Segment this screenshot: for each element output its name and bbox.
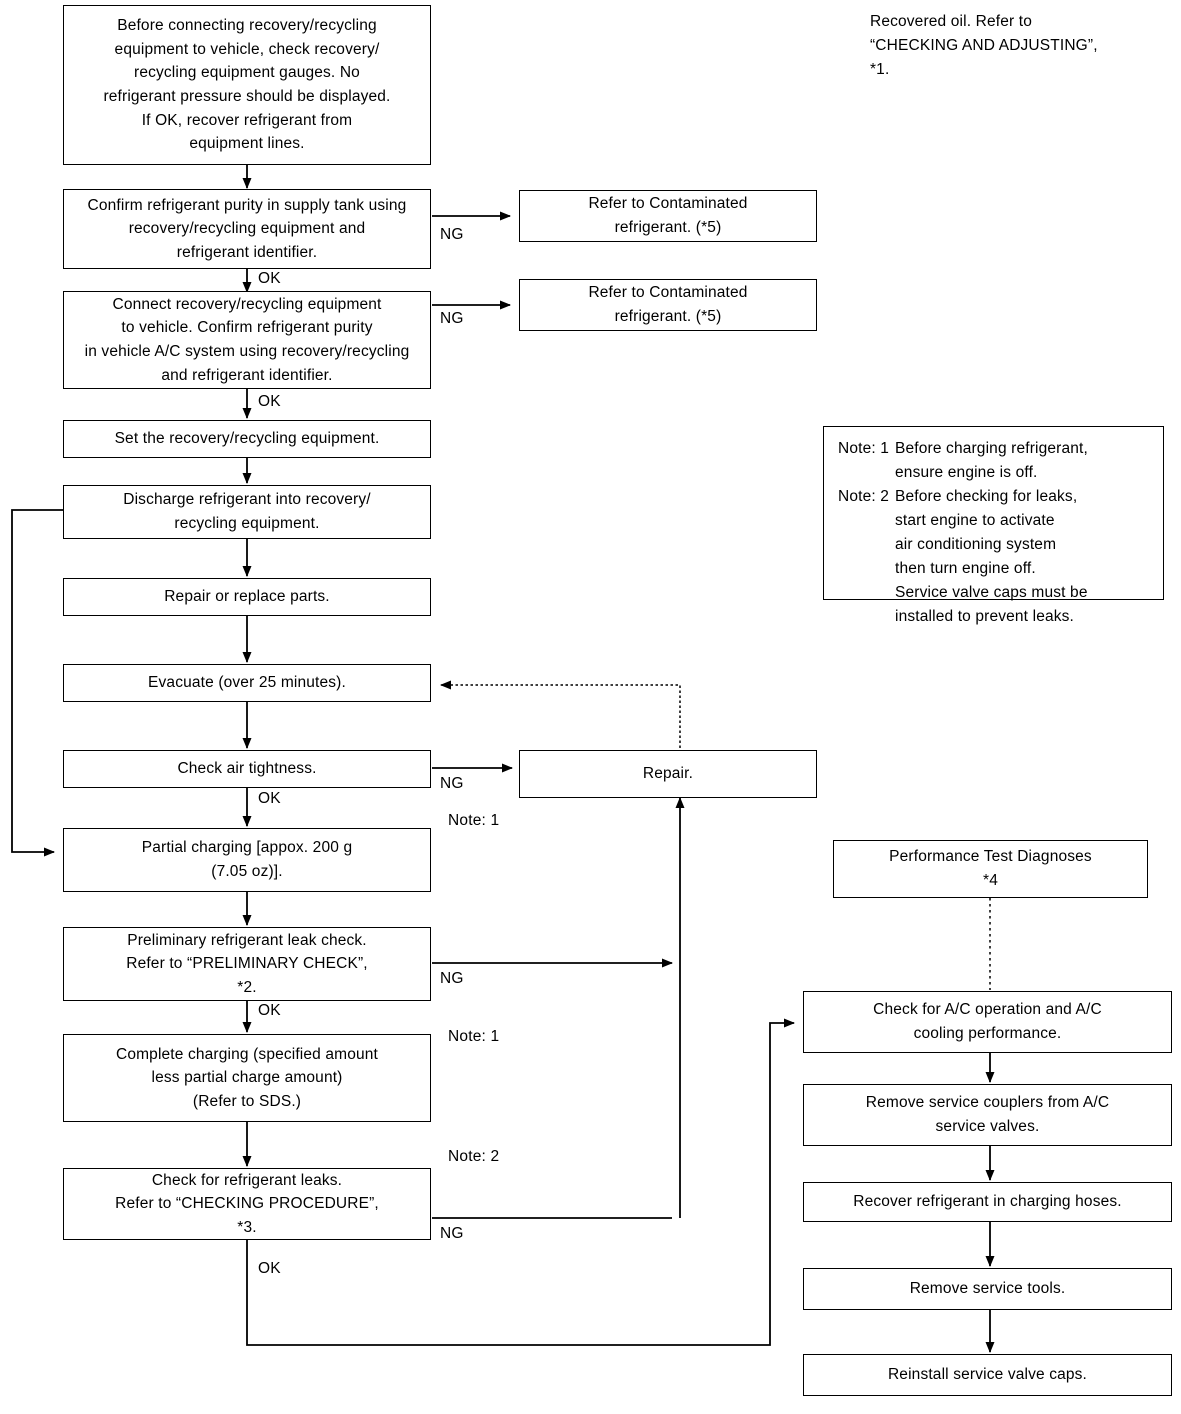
edge-label-ng-supply-tank: NG [440, 226, 464, 243]
box-reinstall-service-valve-caps[interactable]: Reinstall service valve caps. [803, 1354, 1172, 1396]
edge-label-ng-air-tightness: NG [440, 775, 464, 792]
notes-panel: Note: 1 Before charging refrigerant, ens… [823, 426, 1164, 625]
edge-label-note1-air-tightness: Note: 1 [448, 812, 500, 829]
edge-label-ok-preliminary: OK [258, 1002, 281, 1019]
edge-label-ng-check-leaks: NG [440, 1225, 464, 1242]
box-confirm-supply-tank[interactable]: Confirm refrigerant purity in supply tan… [63, 189, 431, 269]
edge-label-ok-air-tightness: OK [258, 790, 281, 807]
edge-label-ng-preliminary: NG [440, 970, 464, 987]
note-text: Before checking for leaks, start engine … [895, 488, 1088, 626]
note-label: Note: 2 [838, 488, 890, 506]
note-row: Note: 1 Before charging refrigerant, ens… [838, 437, 1151, 485]
edge-label-note1-complete-charging: Note: 1 [448, 1028, 500, 1045]
edge-label-ng-vehicle-purity: NG [440, 310, 464, 327]
box-recover-refrigerant-hoses[interactable]: Recover refrigerant in charging hoses. [803, 1182, 1172, 1222]
annotation-recovered-oil: Recovered oil. Refer to “CHECKING AND AD… [870, 13, 1098, 79]
edge-label-ok-check-leaks: OK [258, 1260, 281, 1277]
box-evacuate[interactable]: Evacuate (over 25 minutes). [63, 664, 431, 702]
edge-label-ok-vehicle-purity: OK [258, 393, 281, 410]
box-discharge-refrigerant[interactable]: Discharge refrigerant into recovery/ rec… [63, 485, 431, 539]
box-set-equipment[interactable]: Set the recovery/recycling equipment. [63, 420, 431, 458]
box-check-ac-operation[interactable]: Check for A/C operation and A/C cooling … [803, 991, 1172, 1053]
box-check-air-tightness[interactable]: Check air tightness. [63, 750, 431, 788]
box-performance-test-diagnoses[interactable]: Performance Test Diagnoses *4 [833, 840, 1148, 898]
box-repair[interactable]: Repair. [519, 750, 817, 798]
box-remove-service-couplers[interactable]: Remove service couplers from A/C service… [803, 1084, 1172, 1146]
edge-label-ok-supply-tank: OK [258, 270, 281, 287]
box-partial-charging[interactable]: Partial charging [appox. 200 g (7.05 oz)… [63, 828, 431, 892]
edge-label-note2-check-leaks: Note: 2 [448, 1148, 500, 1165]
note-text: Before charging refrigerant, ensure engi… [895, 440, 1088, 482]
box-contaminated-refrigerant-2[interactable]: Refer to Contaminated refrigerant. (*5) [519, 279, 817, 331]
box-repair-or-replace-parts[interactable]: Repair or replace parts. [63, 578, 431, 616]
box-check-gauges[interactable]: Before connecting recovery/recycling equ… [63, 5, 431, 165]
box-check-for-refrigerant-leaks[interactable]: Check for refrigerant leaks. Refer to “C… [63, 1168, 431, 1240]
edge-repair-to-evacuate-feedback [440, 680, 681, 748]
box-complete-charging[interactable]: Complete charging (specified amount less… [63, 1034, 431, 1122]
box-contaminated-refrigerant-1[interactable]: Refer to Contaminated refrigerant. (*5) [519, 190, 817, 242]
note-row: Note: 2 Before checking for leaks, start… [838, 485, 1151, 629]
box-preliminary-leak-check[interactable]: Preliminary refrigerant leak check. Refe… [63, 927, 431, 1001]
edge-discharge-to-partial-charging-feedback [11, 509, 63, 857]
box-remove-service-tools[interactable]: Remove service tools. [803, 1268, 1172, 1310]
note-label: Note: 1 [838, 440, 890, 457]
box-connect-confirm-vehicle[interactable]: Connect recovery/recycling equipment to … [63, 291, 431, 389]
